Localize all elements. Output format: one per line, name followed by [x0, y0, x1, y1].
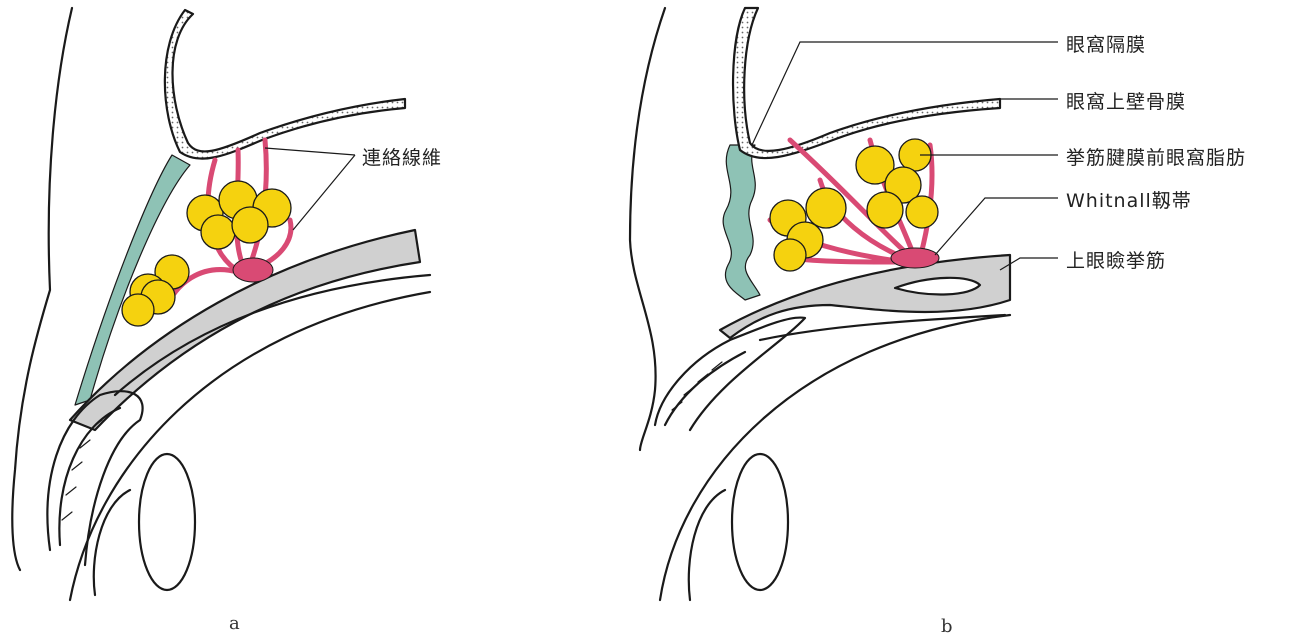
label-preaponeurotic-fat: 挙筋腱膜前眼窩脂肪: [1066, 143, 1246, 170]
label-orbital-roof-periosteum: 眼窩上壁骨膜: [1066, 87, 1186, 114]
panel-b: [630, 8, 1010, 600]
cornea-curve: [94, 490, 130, 595]
orbital-septum: [723, 145, 760, 300]
caption-b: b: [941, 616, 953, 637]
globe-outline: [660, 315, 1010, 600]
leader-connecting-fibers: [293, 155, 355, 230]
whitnall-ligament-b: [891, 248, 939, 268]
globe-outline: [70, 292, 430, 600]
label-whitnall-ligament: Whitnall靱帯: [1066, 186, 1192, 213]
lens: [139, 454, 195, 590]
orbital-roof-periosteum: [165, 10, 405, 159]
cornea-curve: [689, 490, 725, 600]
label-orbital-septum: 眼窩隔膜: [1066, 30, 1146, 57]
eyelid-inner: [665, 352, 745, 425]
panel-a: [12, 8, 430, 600]
label-connecting-fibers: 連絡線維: [362, 143, 442, 170]
whitnall-ligament-a: [233, 258, 273, 282]
label-levator-muscle: 上眼瞼挙筋: [1066, 246, 1166, 273]
lens: [732, 454, 788, 590]
skin-outline: [630, 8, 665, 450]
caption-a: a: [229, 613, 240, 634]
orbital-roof-periosteum: [733, 8, 1000, 158]
